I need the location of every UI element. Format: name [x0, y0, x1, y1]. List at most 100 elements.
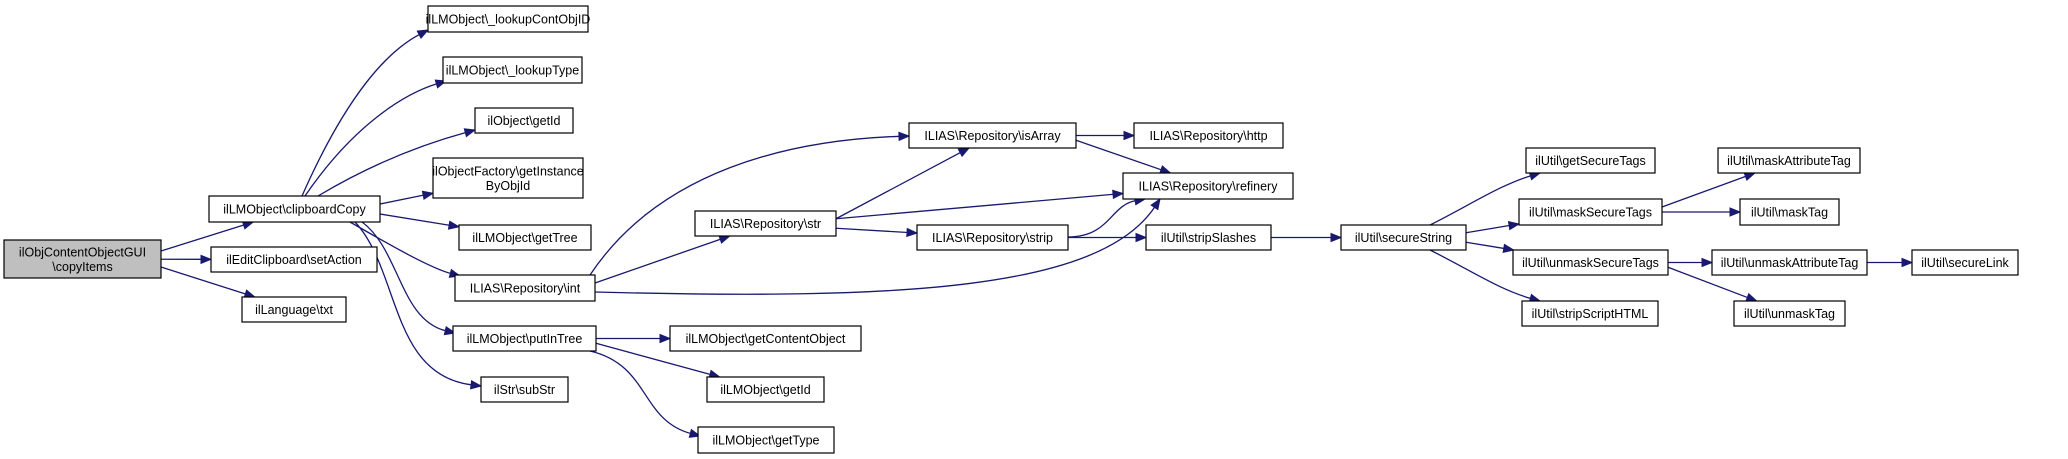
arrowhead-icon	[1150, 197, 1161, 211]
node-box	[1340, 224, 1467, 251]
node-getSecureTags[interactable]: ilUtil\getSecureTags	[1525, 147, 1656, 174]
arrowhead-icon	[470, 380, 483, 390]
arrowhead-icon	[200, 254, 213, 265]
edge-clipboardCopy-to-objGetId	[317, 128, 477, 197]
edge-clipboardCopy-to-lookupContObjID	[301, 29, 430, 197]
node-unmaskTag[interactable]: ilUtil\unmaskTag	[1733, 300, 1846, 327]
node-box	[1525, 147, 1656, 174]
node-label: ilUtil\secureString	[1355, 231, 1452, 245]
node-unmaskSecureTags[interactable]: ilUtil\unmaskSecureTags	[1512, 249, 1669, 276]
edge-line	[160, 224, 245, 252]
node-label: ilLMObject\getType	[713, 434, 820, 448]
node-secureLink[interactable]: ilUtil\secureLink	[1911, 249, 2019, 276]
arrowhead-icon	[447, 220, 461, 230]
edge-line	[594, 238, 722, 284]
edge-line	[589, 135, 901, 276]
node-box	[1711, 249, 1868, 276]
node-clipboardCopy[interactable]: ilLMObject\clipboardCopy	[208, 195, 381, 223]
edge-clipboardCopy-to-putInTree	[361, 221, 457, 336]
node-strip[interactable]: ILIAS\Repository\strip	[916, 224, 1069, 251]
node-getContentObject[interactable]: ilLMObject\getContentObject	[669, 325, 862, 352]
edge-putInTree-to-lmGetId	[595, 342, 721, 379]
node-http[interactable]: ILIAS\Repository\http	[1133, 122, 1284, 149]
arrowhead-icon	[421, 190, 435, 200]
node-box	[454, 274, 596, 302]
node-box	[1133, 122, 1284, 149]
node-repoStr[interactable]: ILIAS\Repository\str	[694, 210, 837, 237]
node-root[interactable]: ilObjContentObjectGUI\copyItems	[3, 239, 162, 279]
node-stripScriptHTML[interactable]: ilUtil\stripScriptHTML	[1521, 300, 1659, 327]
arrowhead-icon	[1123, 130, 1136, 141]
edge-line	[1465, 241, 1505, 250]
node-box	[442, 56, 583, 84]
edge-secureString-to-unmaskSecureTags	[1465, 241, 1515, 253]
node-label: ILIAS\Repository\str	[710, 217, 821, 231]
edge-maskSecureTags-to-maskAttributeTag	[1661, 172, 1757, 208]
edge-stripSlashes-to-secureString	[1271, 232, 1343, 243]
edge-clipboardCopy-to-subStr	[354, 221, 483, 390]
node-label: ilUtil\unmaskTag	[1744, 307, 1835, 321]
node-label: ILIAS\Repository\http	[1149, 129, 1267, 143]
node-maskAttributeTag[interactable]: ilUtil\maskAttributeTag	[1717, 147, 1861, 174]
node-stripSlashes[interactable]: ilUtil\stripSlashes	[1145, 224, 1272, 251]
edge-putInTree-to-lmGetType	[589, 350, 702, 438]
node-box	[916, 224, 1069, 251]
node-objGetId[interactable]: ilObject\getId	[474, 107, 574, 134]
arrowhead-icon	[1502, 243, 1515, 253]
node-lmGetType[interactable]: ilLMObject\getType	[697, 426, 835, 454]
node-label: ilObject\getId	[488, 114, 561, 128]
arrowhead-icon	[1507, 220, 1521, 231]
edge-line	[361, 221, 447, 332]
node-box	[427, 5, 589, 33]
node-unmaskAttributeTag[interactable]: ilUtil\unmaskAttributeTag	[1711, 249, 1868, 276]
arrowhead-icon	[1330, 232, 1343, 243]
node-box	[1145, 224, 1272, 251]
arrowhead-icon	[718, 234, 731, 244]
node-label: ilLMObject\getId	[720, 383, 810, 397]
node-repoInt[interactable]: ILIAS\Repository\int	[454, 274, 596, 302]
arrowhead-icon	[443, 325, 457, 336]
node-label: ilUtil\maskAttributeTag	[1727, 154, 1851, 168]
node-maskSecureTags[interactable]: ilUtil\maskSecureTags	[1518, 198, 1663, 226]
node-label: ilLanguage\txt	[255, 303, 333, 317]
node-lookupType[interactable]: ilLMObject\_lookupType	[442, 56, 583, 84]
node-label: ilUtil\secureLink	[1921, 256, 2009, 270]
arrowhead-icon	[1901, 257, 1914, 268]
node-refinery[interactable]: ILIAS\Repository\refinery	[1122, 172, 1294, 200]
edge-secureString-to-stripScriptHTML	[1429, 249, 1542, 303]
node-box	[474, 107, 574, 134]
node-label: ilLMObject\_lookupContObjID	[426, 13, 591, 27]
edge-line	[354, 221, 473, 386]
node-secureString[interactable]: ilUtil\secureString	[1340, 224, 1467, 251]
node-label: \copyItems	[52, 260, 112, 274]
edge-repoStr-to-isArray	[835, 147, 971, 220]
arrowhead-icon	[1743, 172, 1757, 182]
node-isArray[interactable]: ILIAS\Repository\isArray	[908, 122, 1077, 149]
edge-line	[379, 213, 451, 227]
node-label: ilStr\subStr	[494, 383, 555, 397]
arrowhead-icon	[659, 333, 672, 344]
node-label: ilUtil\stripScriptHTML	[1532, 307, 1649, 321]
node-lookupContObjID[interactable]: ilLMObject\_lookupContObjID	[426, 5, 591, 33]
node-subStr[interactable]: ilStr\subStr	[480, 376, 569, 403]
edge-line	[1429, 249, 1532, 300]
edge-root-to-setAction	[160, 254, 213, 265]
node-lmGetId[interactable]: ilLMObject\getId	[706, 376, 825, 403]
node-box	[1122, 172, 1294, 200]
node-label: ilEditClipboard\setAction	[226, 253, 362, 267]
edge-secureString-to-maskSecureTags	[1465, 220, 1521, 234]
node-box	[458, 224, 592, 251]
edge-maskSecureTags-to-maskTag	[1662, 207, 1742, 217]
node-box	[1512, 249, 1669, 276]
node-putInTree[interactable]: ilLMObject\putInTree	[452, 325, 597, 352]
node-label: ilUtil\getSecureTags	[1535, 154, 1645, 168]
node-txt[interactable]: ilLanguage\txt	[241, 296, 347, 323]
node-setAction[interactable]: ilEditClipboard\setAction	[210, 246, 378, 273]
node-maskTag[interactable]: ilUtil\maskTag	[1739, 198, 1840, 226]
node-box	[697, 426, 835, 454]
node-label: ilUtil\unmaskAttributeTag	[1721, 256, 1859, 270]
node-box	[1717, 147, 1861, 174]
node-getTree[interactable]: ilLMObject\getTree	[458, 224, 592, 251]
edge-line	[589, 350, 692, 435]
